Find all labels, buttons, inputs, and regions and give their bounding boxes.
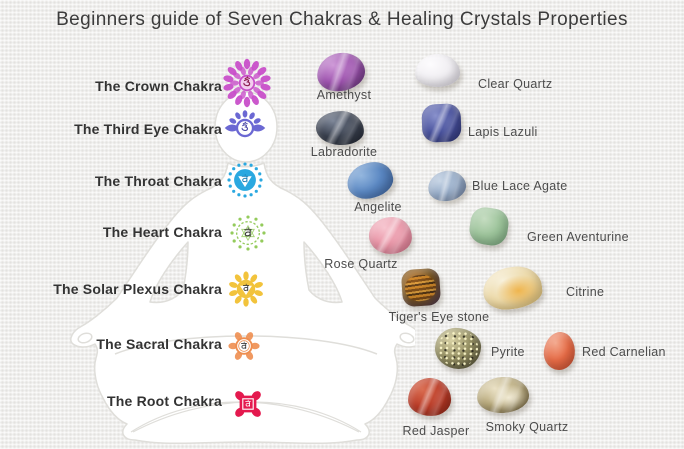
root-chakra-icon: [235, 391, 261, 417]
chakra-label-heart: The Heart Chakra: [102, 224, 222, 240]
stone-red-jasper: [406, 377, 452, 417]
chakra-symbol-throat: [224, 159, 266, 201]
stone-label-red-jasper: Red Jasper: [402, 424, 470, 438]
stone-label-rose-quartz: Rose Quartz: [324, 257, 398, 271]
stone-pyrite: [434, 326, 482, 370]
stone-tigers-eye: [400, 267, 442, 307]
stone-green-aventurine: [467, 205, 511, 247]
chakra-symbol-third-eye: [223, 106, 267, 150]
stone-label-green-aventurine: Green Aventurine: [527, 230, 629, 244]
stone-label-blue-lace-agate: Blue Lace Agate: [472, 179, 568, 193]
chakra-label-root: The Root Chakra: [106, 393, 222, 409]
chakra-symbol-heart: [227, 212, 269, 254]
stone-smoky-quartz: [475, 375, 531, 415]
stone-label-smoky-quartz: Smoky Quartz: [485, 420, 569, 434]
stone-rose-quartz-sheen-overlay: [367, 215, 413, 255]
chakra-label-solar-plexus: The Solar Plexus Chakra: [53, 281, 222, 297]
stone-labradorite-sheen-overlay: [315, 109, 365, 147]
stone-amethyst-sheen-overlay: [315, 50, 367, 94]
chakra-label-sacral: The Sacral Chakra: [96, 336, 222, 352]
stone-labradorite: [315, 109, 365, 147]
stone-label-red-carnelian: Red Carnelian: [582, 345, 666, 359]
stone-blue-lace-agate-sheen-overlay: [425, 167, 469, 205]
stone-label-clear-quartz: Clear Quartz: [478, 77, 553, 91]
chakra-symbol-crown: [222, 58, 272, 108]
stone-label-citrine: Citrine: [566, 285, 605, 299]
chakra-label-throat: The Throat Chakra: [94, 173, 222, 189]
stone-citrine: [480, 264, 544, 312]
stone-label-pyrite: Pyrite: [491, 345, 525, 359]
crown-chakra-icon: [223, 58, 271, 108]
chakra-symbol-solar-plexus: [226, 269, 266, 309]
stone-rose-quartz: [367, 215, 413, 255]
chakra-label-crown: The Crown Chakra: [95, 78, 222, 94]
stone-lapis-lazuli: [420, 103, 462, 143]
stone-amethyst: [315, 50, 367, 94]
stone-clear-quartz: [413, 52, 461, 88]
stone-red-jasper-sheen-overlay: [406, 377, 452, 417]
stone-smoky-quartz-sheen-overlay: [475, 375, 531, 415]
stone-label-labradorite: Labradorite: [310, 145, 378, 159]
stone-label-lapis-lazuli: Lapis Lazuli: [468, 125, 538, 139]
chakra-symbol-root: [228, 384, 268, 424]
sacral-chakra-icon: [228, 332, 260, 360]
stone-label-angelite: Angelite: [354, 200, 402, 214]
third-eye-chakra-icon: [224, 110, 266, 138]
stone-angelite: [343, 156, 397, 204]
stone-label-tigers-eye: Tiger's Eye stone: [388, 310, 490, 324]
stone-tigers-eye-bands-overlay: [404, 272, 438, 302]
chakra-label-third-eye: The Third Eye Chakra: [74, 121, 222, 137]
meditating-figure-icon: [70, 91, 415, 445]
solar-plexus-chakra-icon: [229, 271, 263, 307]
stone-red-carnelian: [541, 330, 577, 372]
stone-lapis-lazuli-sheen-overlay: [420, 103, 462, 143]
page-title: Beginners guide of Seven Chakras & Heali…: [56, 9, 628, 30]
stone-label-amethyst: Amethyst: [316, 88, 372, 102]
stone-blue-lace-agate: [425, 167, 469, 205]
chakra-symbol-sacral: [225, 327, 263, 365]
throat-chakra-icon: [227, 162, 263, 198]
heart-chakra-icon: [230, 215, 266, 251]
stone-pyrite-speckle-overlay: [437, 329, 479, 367]
